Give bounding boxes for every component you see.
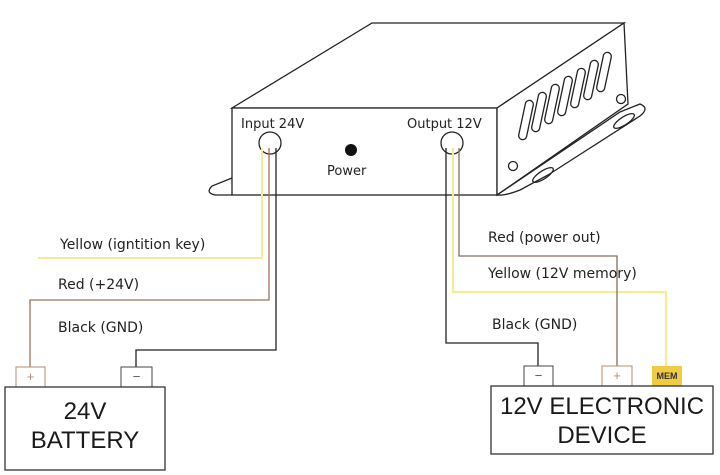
wire-yellow-ignition (38, 148, 263, 259)
device-mem-label: MEM (656, 371, 678, 381)
vent-slots (518, 51, 612, 141)
battery-plus-symbol: + (26, 369, 35, 384)
mount-flange-right (496, 103, 646, 196)
device-plus-symbol: + (613, 368, 621, 383)
wire-label-black-gnd-left: Black (GND) (58, 320, 144, 336)
power-led (345, 144, 357, 156)
converter-box (208, 21, 646, 197)
device-label-line1: 12V ELECTRONIC (499, 393, 705, 420)
battery-minus-symbol: − (132, 369, 141, 384)
wire-label-yellow-ignition: Yellow (igntition key) (60, 237, 206, 253)
wire-label-black-gnd-right: Black (GND) (492, 317, 578, 333)
device-label-line2: DEVICE (557, 422, 647, 449)
mount-slot-1 (532, 167, 554, 183)
wire-black-gnd-right (445, 148, 539, 366)
wire-label-yellow-memory: Yellow (12V memory) (488, 266, 637, 282)
device-body (490, 385, 714, 455)
box-side (496, 21, 629, 197)
battery-label-line2: BATTERY (30, 427, 140, 454)
input-label: Input 24V (241, 117, 305, 132)
battery-label-line1: 24V (63, 398, 107, 425)
device-mem-terminal (652, 366, 682, 386)
wire-yellow-memory (451, 148, 668, 366)
mount-hole-2 (615, 93, 627, 105)
mount-flange-left (208, 177, 233, 196)
wire-label-red-24v: Red (+24V) (58, 277, 140, 293)
input-port (258, 131, 282, 155)
mount-hole-1 (507, 160, 519, 172)
output-label: Output 12V (407, 117, 482, 132)
wire-black-gnd-left (135, 148, 277, 368)
wire-label-red-power-out: Red (power out) (488, 230, 601, 246)
wire-red-power-out (458, 148, 618, 366)
power-label: Power (327, 164, 367, 179)
battery-body (4, 386, 166, 471)
mount-slot-2 (613, 113, 635, 129)
device-minus-symbol: − (534, 368, 543, 383)
wire-red-24v (29, 148, 270, 372)
